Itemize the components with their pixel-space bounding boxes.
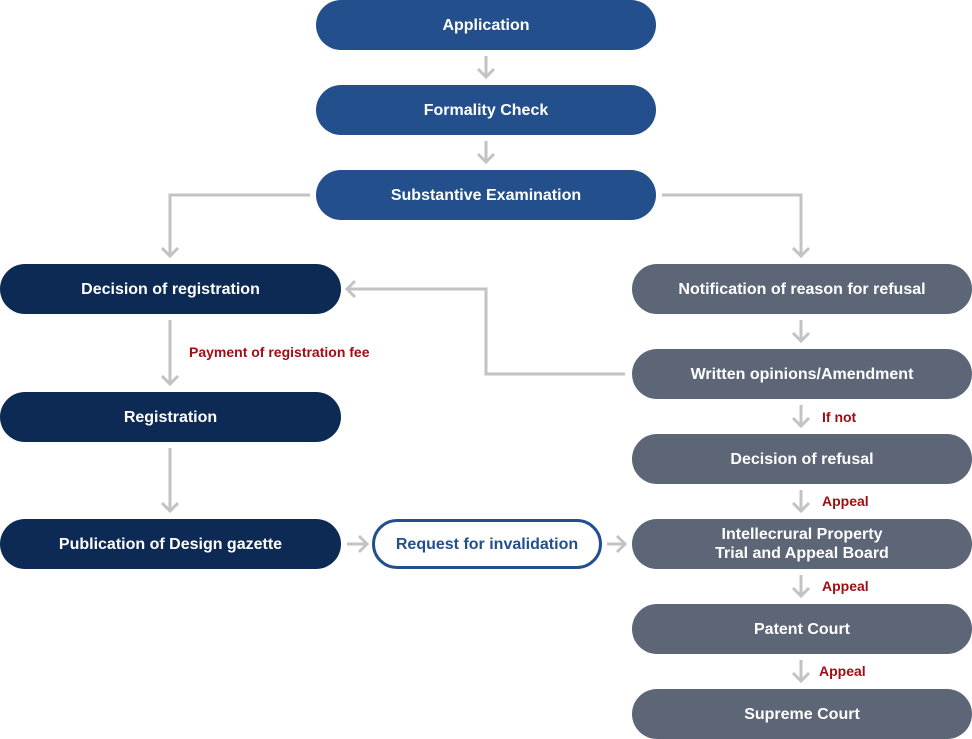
arrow-request-to-trial-board [607, 534, 628, 554]
arrow-decision-to-registration [160, 320, 180, 387]
arrow-trial-board-to-patent-court [791, 575, 811, 599]
arrow-substantive-to-notification [662, 193, 811, 259]
label-appeal-3: Appeal [819, 663, 866, 679]
arrow-application-to-formality [476, 56, 496, 80]
arrow-opinions-to-registration-decision [344, 279, 625, 376]
label-appeal-1: Appeal [822, 493, 869, 509]
label-payment-registration-fee: Payment of registration fee [189, 344, 370, 360]
arrow-publication-to-request [347, 534, 370, 554]
arrow-opinions-to-refusal [791, 405, 811, 429]
node-formality-check: Formality Check [316, 85, 656, 135]
node-decision-of-registration: Decision of registration [0, 264, 341, 314]
arrow-registration-to-publication [160, 448, 180, 514]
node-patent-court: Patent Court [632, 604, 972, 654]
node-notification-of-refusal-reason: Notification of reason for refusal [632, 264, 972, 314]
label-if-not: If not [822, 409, 857, 425]
arrow-notification-to-opinions [791, 320, 811, 344]
node-supreme-court: Supreme Court [632, 689, 972, 739]
node-application: Application [316, 0, 656, 50]
arrow-patent-court-to-supreme [791, 660, 811, 684]
node-written-opinions: Written opinions/Amendment [632, 349, 972, 399]
node-ip-trial-appeal-board: Intellecrural Property Trial and Appeal … [632, 519, 972, 569]
node-publication-design-gazette: Publication of Design gazette [0, 519, 341, 569]
node-registration: Registration [0, 392, 341, 442]
node-substantive-examination: Substantive Examination [316, 170, 656, 220]
arrow-formality-to-substantive [476, 141, 496, 165]
node-decision-of-refusal: Decision of refusal [632, 434, 972, 484]
node-request-for-invalidation: Request for invalidation [372, 519, 602, 569]
label-appeal-2: Appeal [822, 578, 869, 594]
arrow-substantive-to-registration-decision [160, 193, 310, 259]
arrow-refusal-to-trial-board [791, 490, 811, 514]
